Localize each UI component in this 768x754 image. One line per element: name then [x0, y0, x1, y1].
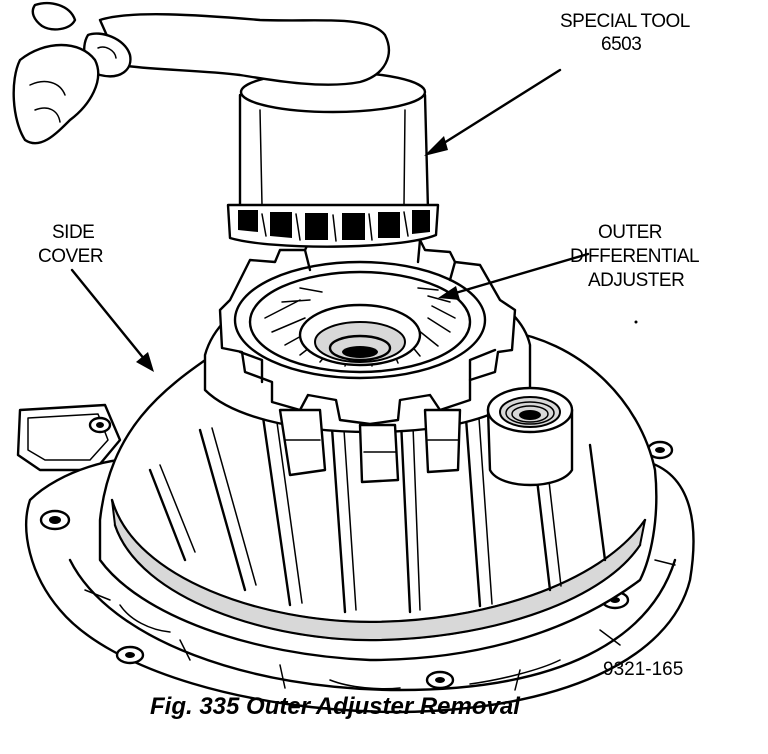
callout-arrows	[70, 68, 590, 372]
side-cover-leader	[70, 268, 147, 362]
special-tool-6503	[226, 70, 440, 248]
special-tool-leader	[434, 68, 562, 150]
adjuster-leader	[450, 252, 590, 296]
reference-number: 9321-165	[603, 659, 683, 680]
special-tool-arrowhead	[424, 136, 448, 156]
special-tool-label: SPECIAL TOOL	[560, 11, 690, 32]
side-cover-label-2: COVER	[38, 246, 103, 267]
figure-caption: Fig. 335 Outer Adjuster Removal	[150, 693, 521, 720]
adjuster-label-2: DIFFERENTIAL	[570, 246, 699, 267]
threaded-boss	[486, 386, 574, 487]
side-cover-label: SIDE	[52, 222, 94, 243]
adjuster-label: OUTER	[598, 222, 662, 243]
special-tool-number: 6503	[601, 34, 641, 55]
side-cover-arrowhead	[136, 352, 154, 372]
adjuster-label-3: ADJUSTER	[588, 270, 684, 291]
callout-labels: SPECIAL TOOL 6503 SIDE COVER OUTER DIFFE…	[38, 11, 700, 720]
hand	[12, 1, 390, 145]
adjuster-arrowhead	[438, 286, 460, 300]
